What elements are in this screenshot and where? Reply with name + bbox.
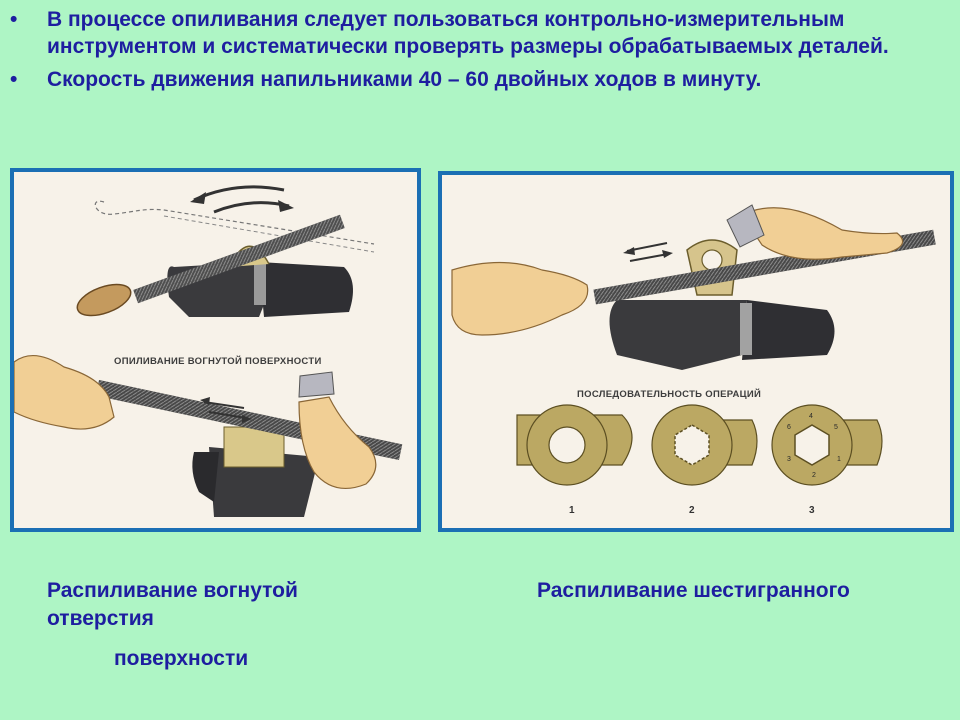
- vise-jaw-right: [259, 262, 353, 317]
- caption-left-line3: поверхности: [114, 647, 249, 670]
- bullet-list: • В процессе опиливания следует пользова…: [10, 6, 940, 99]
- hand-left: [451, 261, 589, 336]
- file-handle: [76, 283, 132, 317]
- hex-hole-filed: [794, 424, 830, 466]
- illustration-concave-filing: ОПИЛИВАНИЕ ВОГНУТОЙ ПОВЕРХНОСТИ: [10, 168, 421, 532]
- bullet-item-2: • Скорость движения напильниками 40 – 60…: [10, 66, 940, 93]
- hex-side-number: 1: [837, 456, 841, 463]
- arrow-icon: [203, 401, 245, 409]
- caption-left-line2: отверстия: [47, 607, 154, 630]
- illustration-label: ПОСЛЕДОВАТЕЛЬНОСТЬ ОПЕРАЦИЙ: [577, 388, 761, 400]
- illustration-label: ОПИЛИВАНИЕ ВОГНУТОЙ ПОВЕРХНОСТИ: [114, 355, 322, 367]
- step-number: 1: [569, 505, 575, 516]
- hex-side-number: 3: [787, 456, 791, 463]
- bullet-text: В процессе опиливания следует пользовать…: [47, 8, 889, 58]
- sequence-step-3: 4 5 6 1 2 3: [771, 404, 883, 486]
- sequence-step-2: [651, 404, 758, 486]
- caption-left-line1: Распиливание вогнутой: [47, 579, 298, 602]
- hex-side-number: 2: [812, 472, 816, 479]
- hand-right: [298, 396, 377, 490]
- hex-side-number: 4: [809, 413, 813, 420]
- bullet-text: Скорость движения напильниками 40 – 60 д…: [47, 68, 762, 91]
- step-number: 2: [689, 505, 695, 516]
- motion-path: [94, 200, 375, 245]
- hand-right: [741, 207, 904, 260]
- round-hole: [548, 426, 586, 464]
- vise-jaw-left: [609, 300, 747, 370]
- bullet-marker: •: [10, 68, 18, 91]
- hex-side-number: 5: [834, 424, 838, 431]
- step-number: 3: [809, 505, 815, 516]
- illustration-hex-filing: ПОСЛЕДОВАТЕЛЬНОСТЬ ОПЕРАЦИЙ 4 5 6 1 2 3 …: [438, 171, 954, 532]
- hand-left: [14, 355, 115, 430]
- hex-hole-marked: [674, 424, 710, 466]
- hex-filing-drawing: ПОСЛЕДОВАТЕЛЬНОСТЬ ОПЕРАЦИЙ 4 5 6 1 2 3 …: [451, 204, 936, 516]
- hex-side-number: 6: [787, 424, 791, 431]
- concave-filing-drawing: ОПИЛИВАНИЕ ВОГНУТОЙ ПОВЕРХНОСТИ: [14, 185, 403, 517]
- sequence-step-1: [516, 404, 633, 486]
- bullet-item-1: • В процессе опиливания следует пользова…: [10, 6, 940, 60]
- bullet-marker: •: [10, 8, 18, 31]
- vise-jaw-right: [742, 300, 835, 360]
- arrow-icon: [193, 185, 285, 202]
- workpiece-bottom: [223, 426, 285, 468]
- caption-right-line1: Распиливание шестигранного: [537, 579, 850, 602]
